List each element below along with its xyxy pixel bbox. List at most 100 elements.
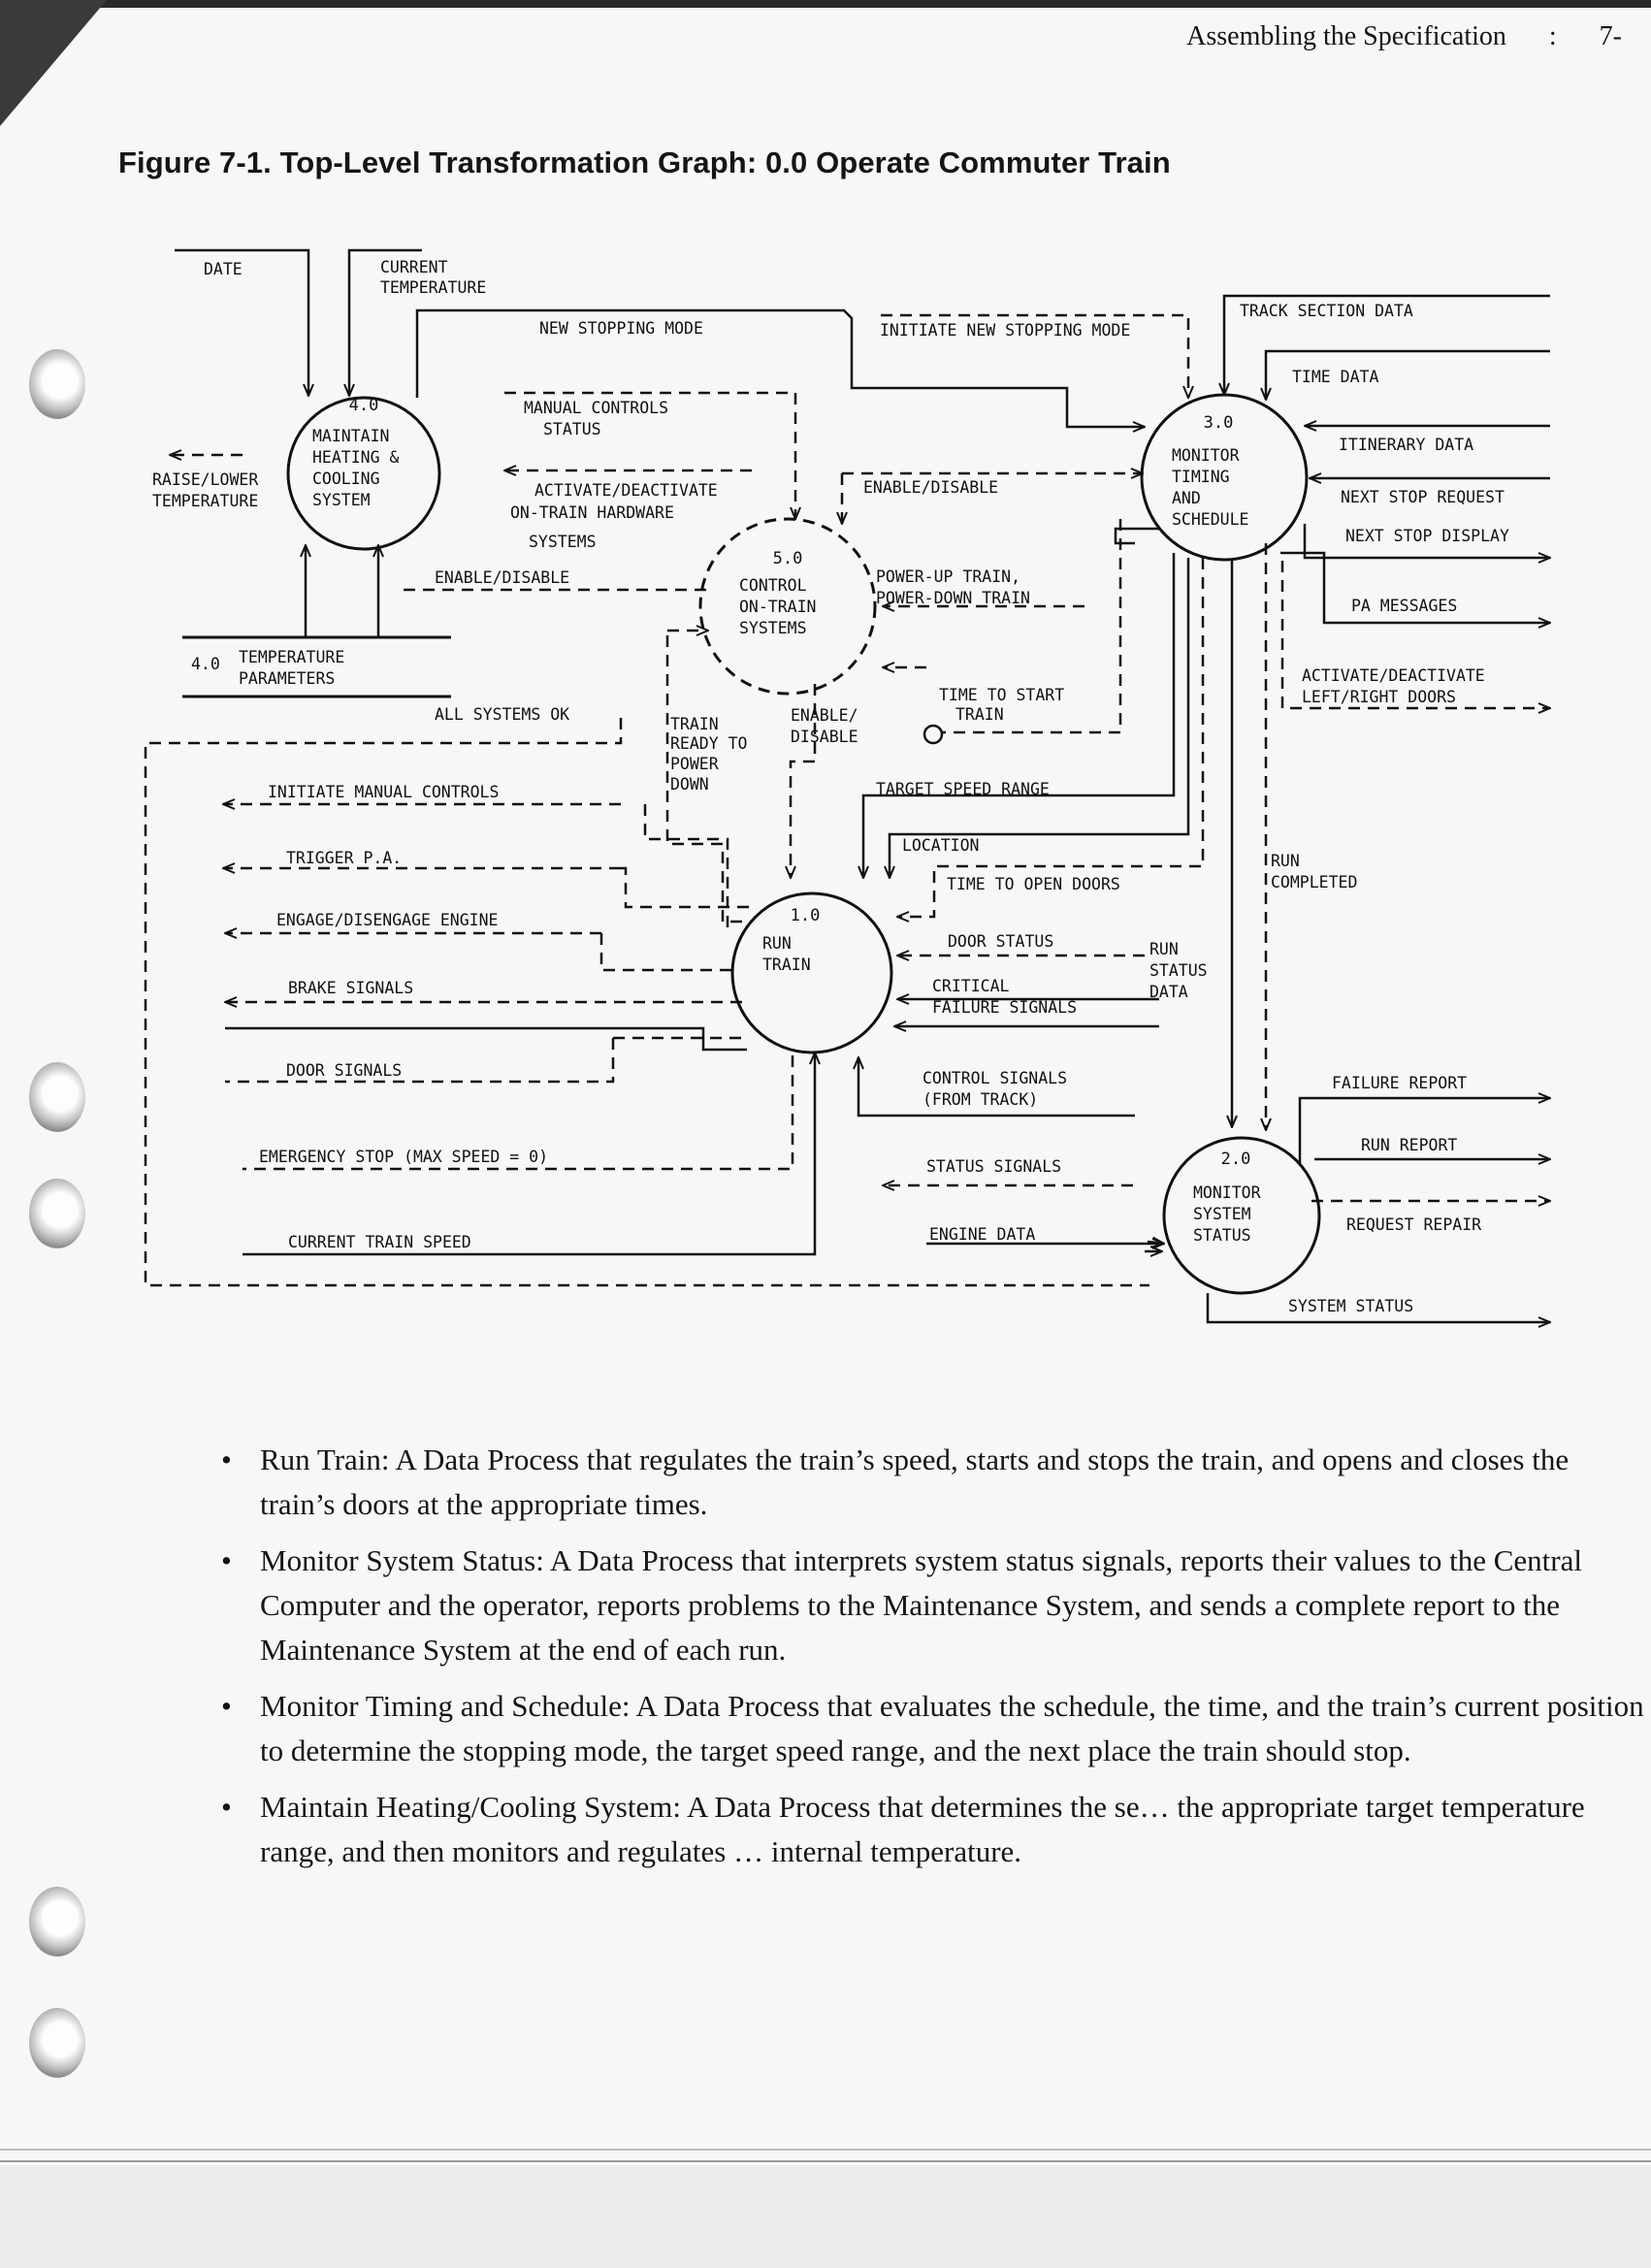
flow-initiate-new-stopping-mode: INITIATE NEW STOPPING MODE (880, 321, 1130, 340)
process-4-0: 4.0 MAINTAIN HEATING & COOLING SYSTEM (286, 396, 441, 551)
flow-itinerary-data: ITINERARY DATA (1339, 436, 1473, 454)
flow-door-signals: DOOR SIGNALS (286, 1061, 402, 1080)
process-1-0-label: TRAIN (762, 956, 811, 974)
store-temperature-parameters: 4.0 TEMPERATURE PARAMETERS (182, 545, 451, 698)
flow-activate-hardware: SYSTEMS (529, 533, 597, 551)
store-id: 4.0 (191, 655, 220, 673)
flow-run-completed: RUN (1271, 852, 1300, 870)
flow-enable-disable: ENABLE/DISABLE (863, 478, 998, 497)
process-1-0-label: RUN (762, 934, 792, 953)
bullet-monitor-timing: •Monitor Timing and Schedule: A Data Pro… (221, 1689, 1644, 1767)
process-5-0-label: ON-TRAIN (739, 598, 816, 616)
flow-time-to-open-doors: TIME TO OPEN DOORS (947, 875, 1120, 893)
flow-time-to-start-train: TIME TO START (939, 686, 1064, 704)
process-1-0-id: 1.0 (791, 906, 821, 925)
flow-enable-disable-1: DISABLE (791, 728, 858, 746)
process-3-0-label: TIMING (1172, 468, 1230, 486)
process-4-0-label: SYSTEM (312, 491, 371, 509)
flow-new-stopping-mode: NEW STOPPING MODE (539, 319, 703, 338)
flow-door-status: DOOR STATUS (948, 932, 1053, 951)
flow-run-report: RUN REPORT (1361, 1136, 1457, 1154)
process-4-0-id: 4.0 (349, 396, 379, 415)
flow-enable-disable: ENABLE/DISABLE (435, 568, 569, 587)
flow-all-systems-ok: ALL SYSTEMS OK (435, 705, 569, 724)
binder-hole (29, 1179, 85, 1248)
flow-train-ready: TRAIN (670, 715, 719, 733)
process-3-0-label: SCHEDULE (1172, 510, 1248, 529)
flow-engage-engine: ENGAGE/DISENGAGE ENGINE (276, 911, 498, 929)
flow-run-completed: COMPLETED (1271, 873, 1357, 891)
process-2-0-label: STATUS (1193, 1226, 1251, 1245)
flow-brake-signals: BRAKE SIGNALS (288, 979, 413, 997)
process-3-0-id: 3.0 (1204, 413, 1234, 433)
flow-failure-report: FAILURE REPORT (1332, 1074, 1467, 1092)
process-4-0-label: HEATING & (312, 448, 399, 467)
process-3-0-label: AND (1172, 489, 1201, 507)
flow-train-ready: DOWN (670, 775, 709, 794)
bullet-run-train: •Run Train: A Data Process that regulate… (221, 1442, 1570, 1521)
flow-run-status-data: DATA (1149, 983, 1188, 1001)
flow-system-status: SYSTEM STATUS (1288, 1297, 1413, 1315)
process-5-0-label: CONTROL (739, 576, 807, 595)
flow-next-stop-request: NEXT STOP REQUEST (1341, 488, 1505, 506)
flow-date: DATE (204, 260, 243, 278)
flow-track-section-data: TRACK SECTION DATA (1240, 302, 1413, 320)
flow-current-temperature: CURRENT (380, 258, 448, 276)
flow-critical-failure: FAILURE SIGNALS (932, 998, 1077, 1017)
bullet-monitor-system-status: •Monitor System Status: A Data Process t… (221, 1543, 1582, 1667)
flow-initiate-manual-controls: INITIATE MANUAL CONTROLS (268, 783, 499, 801)
binder-hole (29, 1062, 85, 1132)
flow-activate-doors: LEFT/RIGHT DOORS (1302, 688, 1456, 706)
running-head: Assembling the Specification:7- (1186, 21, 1622, 52)
flow-request-repair: REQUEST REPAIR (1346, 1215, 1481, 1234)
flow-target-speed-range: TARGET SPEED RANGE (876, 780, 1050, 798)
flow-activate-hardware: ACTIVATE/DEACTIVATE (534, 481, 718, 500)
flow-enable-disable-1: ENABLE/ (791, 706, 858, 725)
store-label: TEMPERATURE (239, 648, 344, 666)
page-corner-fold (0, 0, 107, 126)
process-2-0-label: SYSTEM (1193, 1205, 1251, 1223)
bullet-maintain-heating: •Maintain Heating/Cooling System: A Data… (221, 1790, 1585, 1868)
flow-engine-data: ENGINE DATA (929, 1225, 1035, 1244)
flow-trigger-pa: TRIGGER P.A. (286, 849, 402, 867)
flow-current-train-speed: CURRENT TRAIN SPEED (288, 1233, 471, 1251)
running-head-separator: : (1548, 21, 1557, 51)
process-5-0-id: 5.0 (773, 549, 803, 568)
process-3-0: 3.0 MONITOR TIMING AND SCHEDULE (1140, 393, 1309, 562)
process-2-0-id: 2.0 (1221, 1150, 1251, 1169)
flow-next-stop-display: NEXT STOP DISPLAY (1345, 527, 1509, 545)
figure-title: Figure 7-1. Top-Level Transformation Gra… (118, 146, 1171, 179)
flow-pa-messages: PA MESSAGES (1351, 597, 1457, 615)
page-bottom-edge (0, 2149, 1651, 2162)
flow-connector (923, 724, 944, 745)
next-page-strip (0, 2165, 1651, 2268)
flow-activate-doors: ACTIVATE/DEACTIVATE (1302, 666, 1485, 685)
binder-hole (29, 349, 85, 419)
process-3-0-label: MONITOR (1172, 446, 1240, 465)
flow-run-status-data: STATUS (1149, 961, 1208, 980)
process-descriptions: •Run Train: A Data Process that regulate… (221, 1438, 1647, 1886)
process-1-0: 1.0 RUN TRAIN (730, 891, 893, 1054)
flow-time-to-start-train: TRAIN (955, 705, 1004, 724)
page-top-edge (0, 0, 1651, 8)
transformation-graph: 4.0 MAINTAIN HEATING & COOLING SYSTEM 3.… (144, 248, 1651, 1377)
process-5-0: 5.0 CONTROL ON-TRAIN SYSTEMS (698, 517, 877, 696)
binder-hole (29, 1887, 85, 1957)
running-head-page: 7- (1599, 21, 1622, 51)
binder-hole (29, 2008, 85, 2078)
flow-activate-hardware: ON-TRAIN HARDWARE (510, 503, 674, 522)
flow-raise-lower-temperature: TEMPERATURE (152, 492, 258, 510)
flow-train-ready: READY TO (670, 734, 747, 753)
flow-power-up-down: POWER-DOWN TRAIN (876, 589, 1030, 607)
process-5-0-label: SYSTEMS (739, 619, 807, 637)
flow-power-up-down: POWER-UP TRAIN, (876, 567, 1020, 586)
flow-manual-controls-status: STATUS (543, 420, 601, 438)
process-2-0: 2.0 MONITOR SYSTEM STATUS (1162, 1136, 1321, 1295)
process-4-0-label: COOLING (312, 470, 380, 488)
flow-train-ready: POWER (670, 755, 719, 773)
flow-run-status-data: RUN (1149, 940, 1179, 958)
flow-raise-lower-temperature: RAISE/LOWER (152, 470, 258, 489)
store-label: PARAMETERS (239, 669, 335, 688)
flow-time-data: TIME DATA (1292, 368, 1378, 386)
flow-control-signals: CONTROL SIGNALS (923, 1069, 1067, 1087)
